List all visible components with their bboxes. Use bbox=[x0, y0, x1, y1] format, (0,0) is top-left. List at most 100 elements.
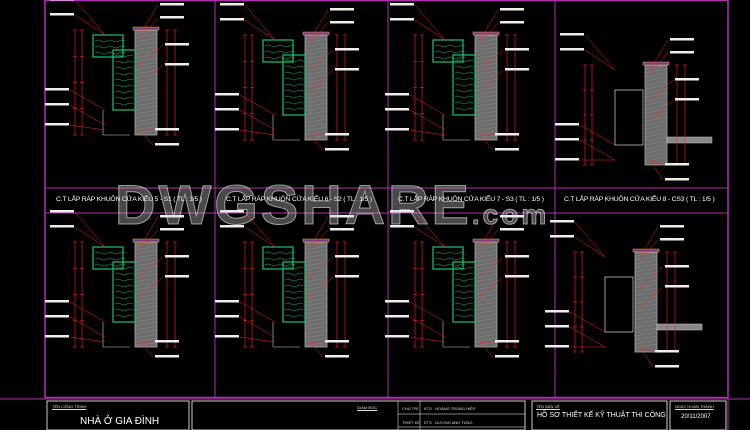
wall-hatch bbox=[304, 102, 328, 108]
wall-hatch bbox=[634, 255, 658, 261]
callout-label bbox=[495, 340, 519, 343]
wood-grain bbox=[114, 60, 134, 64]
wall-hatch bbox=[634, 335, 658, 341]
wall-hatch bbox=[644, 76, 668, 82]
callout-label bbox=[505, 48, 529, 51]
wall-hatch bbox=[304, 257, 328, 263]
wall-hatch bbox=[474, 281, 498, 287]
wall-hatch bbox=[304, 78, 328, 84]
wall-hatch bbox=[134, 257, 158, 263]
wall-hatch bbox=[644, 68, 668, 74]
leader-line bbox=[649, 79, 674, 101]
project-name: NHÀ Ở GIA ĐÌNH bbox=[80, 416, 160, 427]
leader-line bbox=[639, 226, 659, 258]
leader-line bbox=[139, 276, 164, 298]
wood-grain bbox=[114, 78, 134, 82]
sill bbox=[666, 136, 713, 144]
wood-grain bbox=[434, 251, 466, 255]
wall-hatch bbox=[134, 325, 158, 331]
wall-hatch bbox=[634, 271, 658, 277]
wood-grain bbox=[114, 54, 134, 58]
wood-grain bbox=[454, 302, 474, 306]
wall-hatch bbox=[134, 245, 158, 251]
callout-label bbox=[500, 21, 524, 24]
wood-grain bbox=[284, 308, 304, 312]
callout-label bbox=[335, 48, 359, 51]
leader-line bbox=[139, 129, 154, 146]
wall-hatch bbox=[474, 74, 498, 80]
wall-hatch bbox=[644, 152, 668, 158]
wood-grain bbox=[454, 65, 474, 69]
wood-grain bbox=[284, 284, 304, 288]
wood-frame-section bbox=[452, 54, 476, 116]
callout-label bbox=[335, 255, 359, 258]
callout-label bbox=[155, 128, 179, 131]
wall-hatch bbox=[304, 321, 328, 327]
leader-line bbox=[239, 94, 276, 116]
leader-line bbox=[479, 9, 499, 41]
leader-line bbox=[139, 17, 159, 39]
wood-grain bbox=[454, 95, 474, 99]
wood-grain bbox=[454, 77, 474, 81]
wood-grain bbox=[284, 101, 304, 105]
wall-hatch bbox=[644, 156, 668, 162]
wall-hatch bbox=[304, 98, 328, 104]
wall-hatch bbox=[304, 118, 328, 124]
wood-frame-section bbox=[112, 49, 136, 111]
wood-grain bbox=[284, 266, 304, 270]
wall-hatch bbox=[474, 273, 498, 279]
sill bbox=[656, 323, 703, 331]
callout-label bbox=[495, 148, 519, 151]
callout-label bbox=[500, 8, 524, 11]
wall-hatch bbox=[634, 283, 658, 289]
callout-label bbox=[495, 133, 519, 136]
callout-label bbox=[545, 325, 569, 328]
leader-line bbox=[479, 341, 494, 358]
wood-grain bbox=[114, 308, 134, 312]
wall-hatch bbox=[134, 121, 158, 127]
leader-line bbox=[239, 109, 276, 131]
leader-line bbox=[239, 336, 276, 343]
wood-grain bbox=[454, 314, 474, 318]
wall-hatch bbox=[304, 337, 328, 343]
callout-label bbox=[670, 51, 694, 54]
wall-hatch bbox=[634, 287, 658, 293]
wall-hatch bbox=[304, 281, 328, 287]
wood-grain bbox=[454, 290, 474, 294]
leader-line bbox=[649, 39, 669, 71]
callout-label bbox=[545, 310, 569, 313]
leader-line bbox=[409, 301, 446, 323]
callout-label bbox=[215, 315, 239, 318]
callout-label bbox=[505, 275, 529, 278]
wall-hatch bbox=[644, 80, 668, 86]
outer-frame bbox=[44, 0, 729, 399]
callout-label bbox=[385, 108, 409, 111]
wall-hatch bbox=[474, 66, 498, 72]
leader-line bbox=[639, 266, 664, 288]
wall-hatch bbox=[634, 263, 658, 269]
leader-line bbox=[309, 276, 334, 298]
wall-hatch bbox=[134, 321, 158, 327]
leader-line bbox=[69, 316, 106, 338]
wood-grain bbox=[114, 72, 134, 76]
leader-line bbox=[309, 341, 324, 358]
wall-hatch bbox=[474, 241, 498, 247]
wood-grain bbox=[94, 45, 126, 49]
wall-hatch bbox=[134, 285, 158, 291]
leader-line bbox=[569, 326, 606, 348]
wall-hatch bbox=[134, 53, 158, 59]
wall-hatch bbox=[134, 281, 158, 287]
finish-layer bbox=[302, 238, 330, 243]
callout-label bbox=[385, 335, 409, 338]
wall-hatch bbox=[474, 58, 498, 64]
leader-line bbox=[139, 216, 159, 248]
wall-hatch bbox=[644, 88, 668, 94]
leader-line bbox=[479, 134, 494, 151]
leader-line bbox=[639, 239, 659, 261]
wall-hatch bbox=[304, 293, 328, 299]
wall-hatch bbox=[304, 341, 328, 347]
wood-frame-section bbox=[452, 261, 476, 323]
wall-hatch bbox=[134, 249, 158, 255]
callout-label bbox=[555, 123, 579, 126]
